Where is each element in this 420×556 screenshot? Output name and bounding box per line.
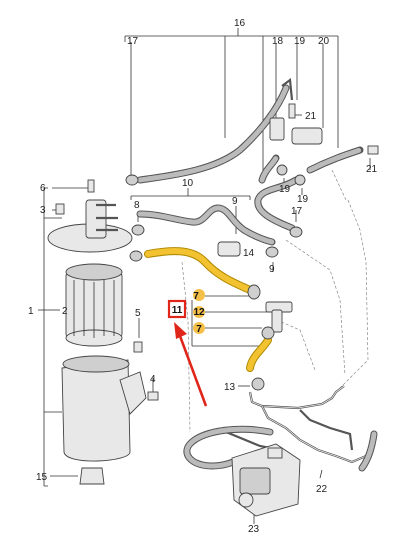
label-12: 12 (193, 307, 205, 318)
badge-7-lower (193, 322, 205, 334)
callout-arrow (178, 335, 208, 407)
label-22: 22 (316, 484, 328, 495)
bracket-11 (191, 300, 260, 347)
label-19-top: 19 (294, 36, 306, 47)
label-10: 10 (182, 178, 194, 189)
clamp-17-right (289, 226, 303, 238)
label-9-mid: 9 (269, 264, 275, 275)
label-19-right: 19 (297, 194, 309, 205)
label-23: 23 (248, 524, 260, 535)
label-7-lower: 7 (196, 324, 202, 335)
label-5: 5 (135, 308, 141, 319)
bracket-16 (124, 35, 339, 42)
clamp-13 (251, 377, 265, 391)
screw-21a (288, 103, 296, 119)
label-6: 6 (40, 183, 46, 194)
label-4: 4 (150, 374, 156, 385)
clamp-17 (125, 174, 139, 186)
callout-box-11 (167, 299, 187, 319)
label-9-top: 9 (232, 196, 238, 207)
bleed-screw-6 (87, 179, 95, 193)
badge-12 (193, 306, 205, 318)
guide-dashed-a (181, 261, 191, 433)
clamp-8 (131, 224, 145, 236)
part-20 (291, 127, 323, 145)
housing-bracket (119, 371, 147, 415)
drain-plug-15 (79, 467, 105, 485)
filter-housing-1 (61, 359, 131, 462)
label-2: 2 (62, 306, 68, 317)
label-14: 14 (243, 248, 255, 259)
label-13: 13 (224, 382, 236, 393)
label-1: 1 (28, 306, 34, 317)
pipe-22-upper (248, 385, 345, 410)
clamp-9 (265, 246, 279, 258)
label-21-top: 21 (305, 111, 317, 122)
clamp-19b (294, 174, 306, 186)
clamp-8-lower (129, 250, 143, 262)
label-7-upper: 7 (193, 291, 199, 302)
arrow-head (174, 322, 187, 339)
label-8: 8 (134, 200, 140, 211)
badge-7-upper (193, 289, 205, 301)
label-18: 18 (272, 36, 284, 47)
clamp-7-lower (261, 326, 275, 340)
label-17-top: 17 (127, 36, 139, 47)
nut-4 (147, 391, 159, 401)
screw-21b (367, 145, 379, 155)
clamp-19a (276, 164, 288, 176)
sensor-14 (217, 241, 241, 257)
label-16: 16 (234, 18, 246, 29)
pipe-19-top (281, 77, 294, 101)
clamp-7-upper (247, 284, 261, 300)
label-3: 3 (40, 205, 46, 216)
bracket-10 (130, 195, 251, 200)
bracket-1 (43, 187, 48, 487)
label-19-mid: 19 (279, 184, 291, 195)
label-15: 15 (36, 472, 48, 483)
guide-dashed-b (339, 199, 369, 389)
label-17-right: 17 (291, 206, 303, 217)
label-21-right: 21 (366, 164, 378, 175)
screw-5 (133, 341, 143, 353)
label-20: 20 (318, 36, 330, 47)
bracket-18 (269, 117, 285, 141)
label-11: 11 (172, 305, 183, 316)
screw-3 (55, 203, 65, 215)
